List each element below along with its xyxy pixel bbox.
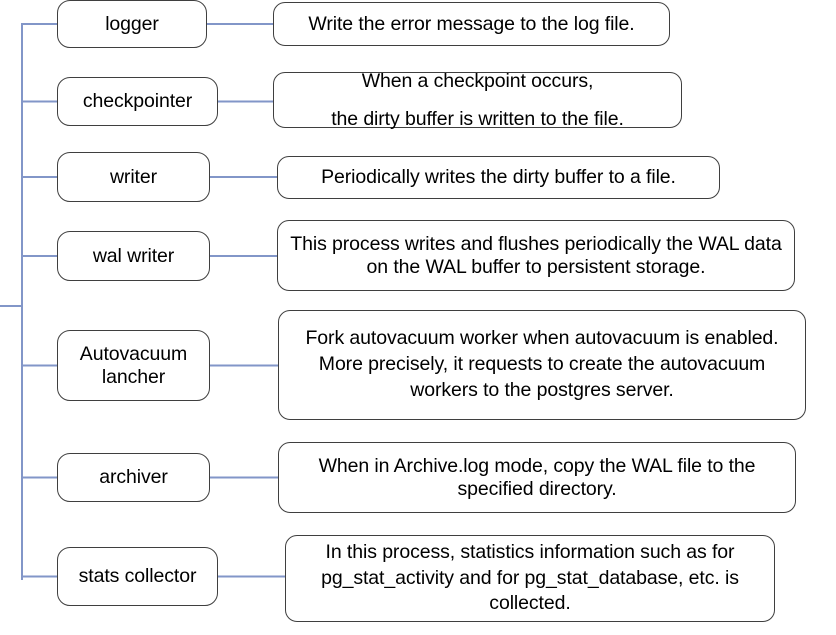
description-node-checkpointer[interactable]: When a checkpoint occurs, the dirty buff… [273, 70, 682, 130]
process-node-label: archiver [99, 466, 168, 488]
process-node-stats-collector[interactable]: stats collector [57, 547, 218, 606]
process-node-autovacuum-lancher[interactable]: Autovacuum lancher [57, 330, 210, 401]
description-node-text: This process writes and flushes periodic… [290, 232, 782, 278]
process-node-label: logger [105, 12, 159, 35]
description-node-wal-writer[interactable]: This process writes and flushes periodic… [277, 220, 795, 291]
description-node-logger[interactable]: Write the error message to the log file. [273, 2, 670, 46]
description-node-autovacuum-lancher[interactable]: Fork autovacuum worker when autovacuum i… [278, 310, 806, 420]
process-node-logger[interactable]: logger [57, 0, 207, 48]
process-node-writer[interactable]: writer [57, 152, 210, 202]
description-node-text: Fork autovacuum worker when autovacuum i… [305, 327, 779, 401]
description-node-text: Write the error message to the log file. [308, 12, 635, 35]
process-node-checkpointer[interactable]: checkpointer [57, 77, 218, 126]
description-node-text: When a checkpoint occurs, the dirty buff… [331, 69, 624, 130]
description-node-stats-collector[interactable]: In this process, statistics information … [285, 535, 775, 622]
description-node-text: In this process, statistics information … [321, 540, 739, 615]
description-node-archiver[interactable]: When in Archive.log mode, copy the WAL f… [278, 442, 796, 513]
process-node-wal-writer[interactable]: wal writer [57, 231, 210, 281]
process-node-label: stats collector [78, 565, 197, 587]
description-node-writer[interactable]: Periodically writes the dirty buffer to … [277, 156, 720, 199]
process-node-label: checkpointer [82, 90, 193, 112]
process-node-archiver[interactable]: archiver [57, 453, 210, 502]
description-node-text: When in Archive.log mode, copy the WAL f… [318, 454, 756, 500]
process-node-label: writer [109, 165, 158, 188]
process-node-label: wal writer [92, 244, 175, 267]
process-node-label: Autovacuum lancher [79, 342, 188, 388]
description-node-text: Periodically writes the dirty buffer to … [321, 166, 676, 188]
